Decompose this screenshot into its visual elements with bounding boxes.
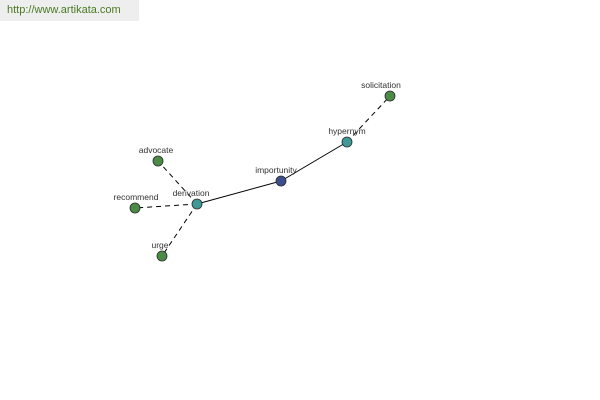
node-label-advocate: advocate bbox=[139, 145, 174, 155]
edge-importunity-hypernym bbox=[280, 141, 348, 182]
node-label-urge: urge bbox=[151, 240, 168, 250]
edge-importunity-derivation bbox=[196, 180, 282, 205]
node-label-solicitation: solicitation bbox=[361, 80, 401, 90]
node-importunity[interactable] bbox=[275, 175, 287, 187]
node-derivation[interactable] bbox=[191, 198, 203, 210]
nodes-layer bbox=[129, 90, 396, 262]
node-advocate[interactable] bbox=[152, 155, 164, 167]
node-urge[interactable] bbox=[156, 250, 168, 262]
node-label-hypernym: hypernym bbox=[328, 126, 365, 136]
node-label-importunity: importunity bbox=[255, 165, 297, 175]
edge-derivation-advocate bbox=[157, 160, 198, 205]
node-recommend[interactable] bbox=[129, 202, 141, 214]
watermark-banner: http://www.artikata.com bbox=[0, 0, 139, 21]
edges-layer bbox=[134, 95, 391, 257]
labels-layer: importunity hypernym derivation solicitatio… bbox=[114, 80, 402, 250]
edge-derivation-urge bbox=[161, 203, 198, 257]
watermark-link[interactable]: http://www.artikata.com bbox=[7, 4, 121, 16]
node-hypernym[interactable] bbox=[341, 136, 353, 148]
node-label-derivation: derivation bbox=[173, 188, 210, 198]
node-label-recommend: recommend bbox=[114, 192, 159, 202]
node-solicitation[interactable] bbox=[384, 90, 396, 102]
edge-hypernym-solicitation bbox=[346, 95, 391, 143]
edge-derivation-recommend bbox=[134, 203, 198, 209]
